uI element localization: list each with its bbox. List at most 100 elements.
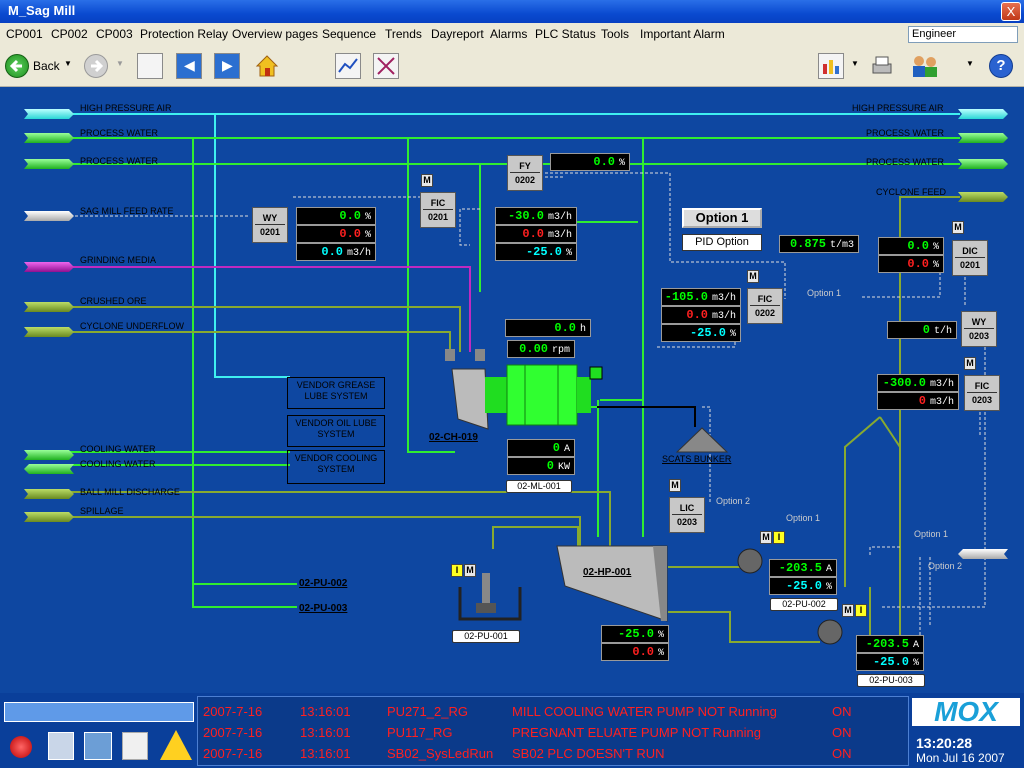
interlock-i-pu002[interactable]: I bbox=[773, 531, 785, 544]
sag-mill-graphic[interactable] bbox=[440, 349, 610, 439]
printer-icon[interactable] bbox=[869, 53, 895, 79]
menu-sequence[interactable]: Sequence bbox=[322, 27, 377, 41]
link-pu003[interactable]: 02-PU-003 bbox=[299, 603, 348, 614]
menu-trends[interactable]: Trends bbox=[385, 27, 422, 41]
pu002-percent: -25.0% bbox=[769, 577, 837, 595]
fy0202-value: 0.0% bbox=[550, 153, 630, 171]
label-ball-mill-discharge: BALL MILL DISCHARGE bbox=[80, 487, 180, 497]
label-cyclone-underflow: CYCLONE UNDERFLOW bbox=[80, 321, 185, 331]
pu003-tag[interactable]: 02-PU-003 bbox=[857, 674, 925, 687]
report-icon[interactable] bbox=[373, 53, 399, 79]
home-icon[interactable] bbox=[254, 53, 280, 79]
back-dropdown-icon[interactable]: ▼ bbox=[64, 59, 72, 68]
label-high-pressure-air-out: HIGH PRESSURE AIR bbox=[852, 103, 944, 113]
menu-cp003[interactable]: CP003 bbox=[96, 27, 133, 41]
sump-pump-graphic[interactable] bbox=[455, 567, 525, 627]
menu-cp002[interactable]: CP002 bbox=[51, 27, 88, 41]
label-feed-rate: SAG MILL FEED RATE bbox=[80, 206, 174, 216]
mode-m-fic0201[interactable]: M bbox=[421, 174, 433, 187]
warning-icon[interactable] bbox=[160, 730, 192, 760]
users-dropdown-icon[interactable]: ▼ bbox=[966, 59, 974, 68]
hopper-graphic[interactable] bbox=[555, 543, 670, 623]
prev-page-icon[interactable]: ◀ bbox=[176, 53, 202, 79]
trend-chart-icon[interactable] bbox=[335, 53, 361, 79]
option-label-5: Option 2 bbox=[928, 561, 963, 571]
users-icon[interactable] bbox=[910, 53, 937, 79]
menu-alarms[interactable]: Alarms bbox=[490, 27, 528, 41]
menu-overview-pages[interactable]: Overview pages bbox=[232, 27, 319, 41]
link-pu002[interactable]: 02-PU-002 bbox=[299, 578, 348, 589]
label-cooling-water-2: COOLING WATER bbox=[80, 459, 156, 469]
mode-m-lic0203[interactable]: M bbox=[669, 479, 681, 492]
menu-cp001[interactable]: CP001 bbox=[6, 27, 43, 41]
mode-m-pu001[interactable]: M bbox=[464, 564, 476, 577]
dic0201-value-2: 0.0% bbox=[878, 255, 944, 273]
label-process-water-2: PROCESS WATER bbox=[80, 156, 159, 166]
arrow-high-pressure-air-out bbox=[958, 109, 1008, 119]
hopper-tag[interactable]: 02-HP-001 bbox=[583, 567, 632, 578]
user-field[interactable]: Engineer bbox=[908, 26, 1018, 43]
help-icon[interactable]: ? bbox=[989, 54, 1013, 78]
bar-chart-icon[interactable] bbox=[818, 53, 844, 79]
interlock-i-pu001[interactable]: I bbox=[451, 564, 463, 577]
pid-option-button[interactable]: PID Option bbox=[682, 234, 762, 251]
menu-protection-relay[interactable]: Protection Relay bbox=[140, 27, 229, 41]
status-input[interactable] bbox=[4, 702, 194, 722]
clock-time: 13:20:28 bbox=[916, 735, 973, 751]
close-button[interactable]: X bbox=[1001, 2, 1021, 21]
mode-m-fic0202[interactable]: M bbox=[747, 270, 759, 283]
forward-dropdown-icon[interactable]: ▼ bbox=[116, 59, 124, 68]
interlock-i-pu003[interactable]: I bbox=[855, 604, 867, 617]
document-alarm-icon[interactable] bbox=[122, 732, 148, 760]
document-icon[interactable] bbox=[137, 53, 163, 79]
mode-m-dic0201[interactable]: M bbox=[952, 221, 964, 234]
mode-m-fic0203[interactable]: M bbox=[964, 357, 976, 370]
menu-plc-status[interactable]: PLC Status bbox=[535, 27, 596, 41]
vendor-grease-lube[interactable]: VENDOR GREASE LUBE SYSTEM bbox=[287, 377, 385, 409]
scats-bunker-tag[interactable]: SCATS BUNKER bbox=[662, 454, 732, 464]
stop-icon[interactable] bbox=[10, 736, 32, 758]
vendor-oil-lube[interactable]: VENDOR OIL LUBE SYSTEM bbox=[287, 415, 385, 447]
arrow-cyclone-feed bbox=[958, 192, 1008, 202]
network-alarm-icon[interactable] bbox=[84, 732, 112, 760]
chart-dropdown-icon[interactable]: ▼ bbox=[851, 59, 859, 68]
next-page-icon[interactable]: ▶ bbox=[214, 53, 240, 79]
option1-button[interactable]: Option 1 bbox=[682, 208, 762, 228]
mill-tag[interactable]: 02-ML-001 bbox=[506, 480, 572, 493]
alarm-list[interactable] bbox=[197, 696, 909, 766]
back-arrow-icon[interactable] bbox=[5, 54, 29, 78]
wy0201-value-1: 0.0% bbox=[296, 207, 376, 225]
scats-bunker-graphic bbox=[675, 427, 729, 453]
menu-dayreport[interactable]: Dayreport bbox=[431, 27, 484, 41]
menu-bar: CP001 CP002 CP003 Protection Relay Overv… bbox=[0, 23, 1024, 45]
forward-arrow-icon[interactable] bbox=[84, 54, 108, 78]
arrow-process-water-out-2 bbox=[958, 159, 1008, 169]
option-label-4: Option 1 bbox=[914, 529, 949, 539]
mode-m-pu002[interactable]: M bbox=[760, 531, 772, 544]
crusher-tag[interactable]: 02-CH-019 bbox=[429, 432, 478, 443]
vendor-cooling[interactable]: VENDOR COOLING SYSTEM bbox=[287, 450, 385, 484]
back-button[interactable]: Back bbox=[33, 59, 60, 73]
arrow-cooling-water bbox=[24, 450, 74, 460]
recycle-bin-icon[interactable] bbox=[48, 732, 74, 760]
menu-important-alarm[interactable]: Important Alarm bbox=[640, 27, 725, 41]
pump-pu002-graphic[interactable] bbox=[735, 546, 770, 576]
menu-tools[interactable]: Tools bbox=[601, 27, 630, 41]
pu002-tag[interactable]: 02-PU-002 bbox=[770, 598, 838, 611]
pump-pu003-graphic[interactable] bbox=[815, 617, 850, 647]
mode-m-pu003[interactable]: M bbox=[842, 604, 854, 617]
pu001-tag[interactable]: 02-PU-001 bbox=[452, 630, 520, 643]
